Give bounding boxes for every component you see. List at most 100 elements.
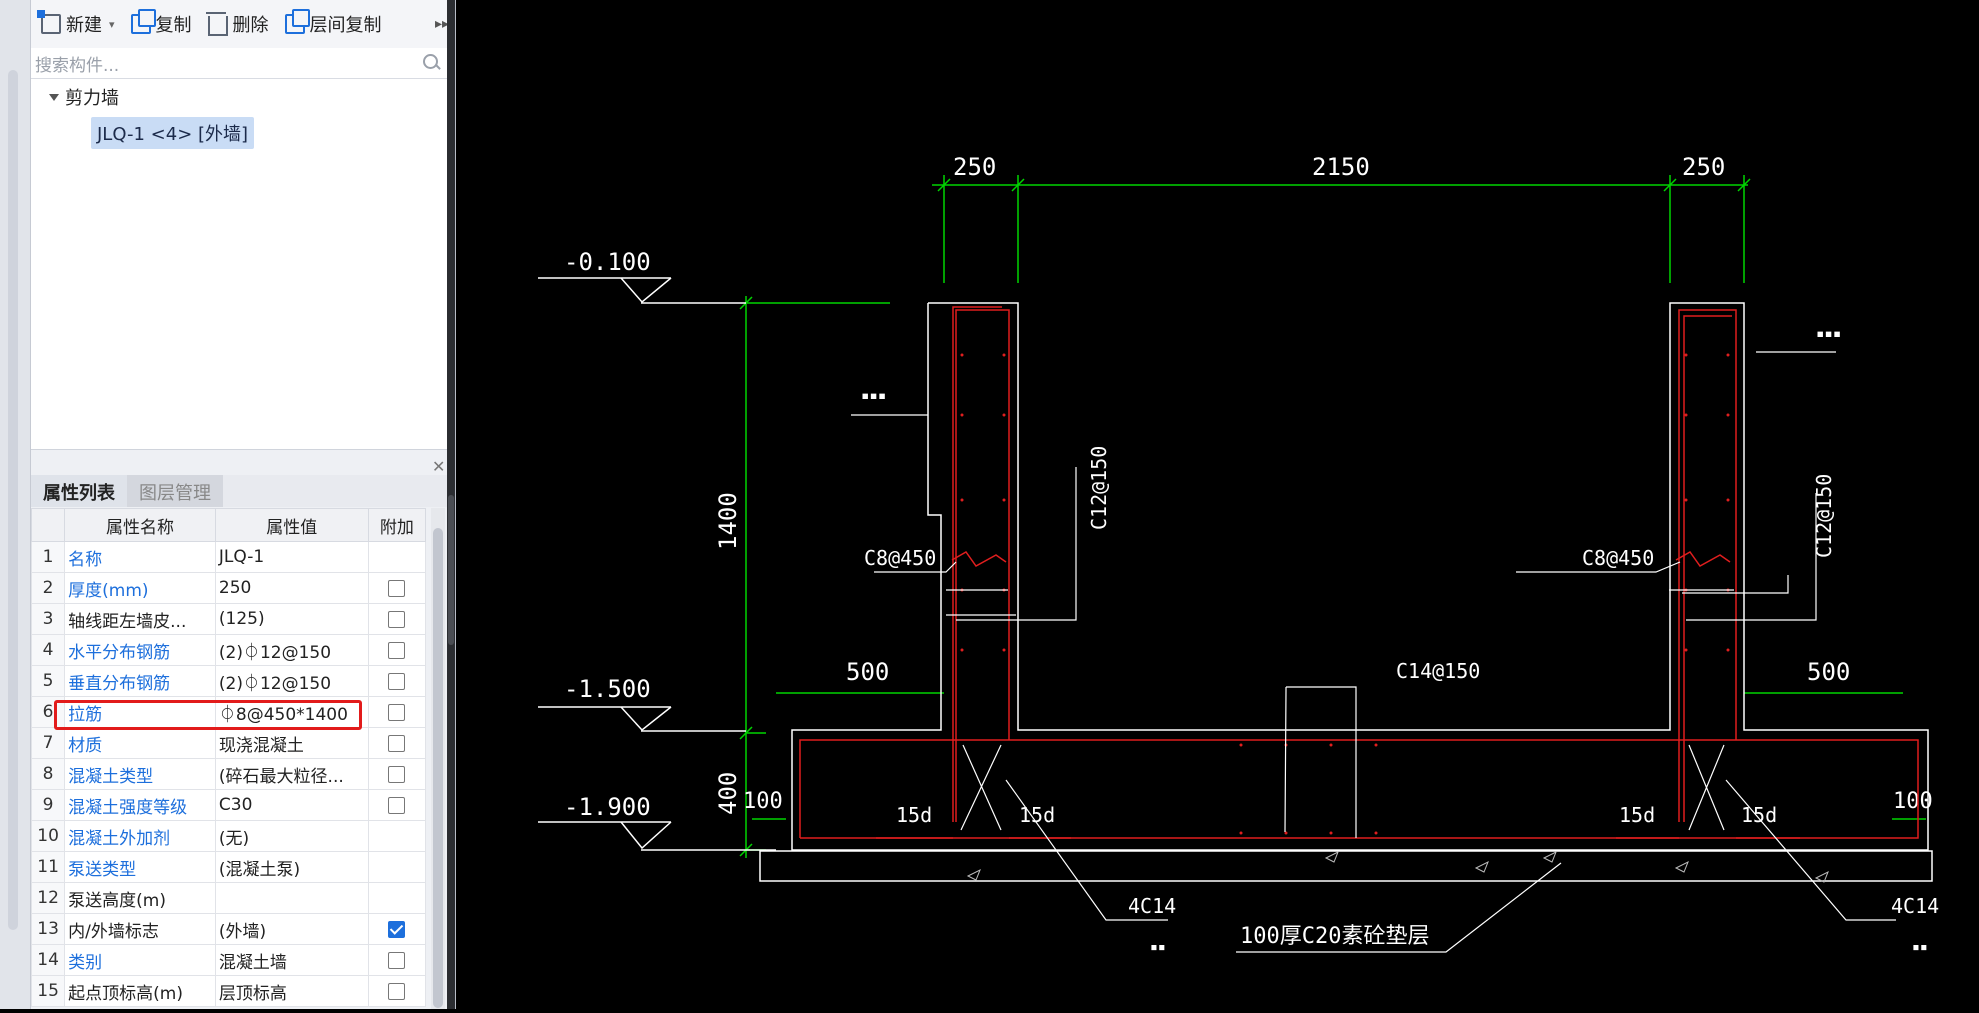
col-name: 属性名称 [64, 508, 216, 542]
edge-scrollbar[interactable] [8, 70, 18, 930]
row-num: 14 [30, 944, 66, 976]
dim-top-left: 250 [953, 153, 996, 181]
cad-canvas[interactable]: 250 2150 250 1400 400 500 500 100 100 [456, 0, 1979, 1009]
base-bar: C14@150 [1396, 659, 1480, 683]
search-icon[interactable] [423, 54, 441, 72]
col-value: 属性值 [214, 508, 369, 542]
cushion-marks [966, 850, 1829, 883]
table-row[interactable]: 12 泵送高度(m) [30, 882, 427, 914]
tab-layers[interactable]: 图层管理 [127, 475, 223, 507]
table-row[interactable]: 13 内/外墙标志 (外墙) [30, 913, 427, 945]
prop-value[interactable]: (碎石最大粒径... [214, 758, 369, 790]
table-row[interactable]: 9 混凝土强度等级 C30 [30, 789, 427, 821]
table-row[interactable]: 8 混凝土类型 (碎石最大粒径... [30, 758, 427, 790]
cushion-label: 100厚C20素砼垫层 [1240, 924, 1429, 949]
tab-properties[interactable]: 属性列表 [31, 475, 127, 507]
row-num: 9 [30, 789, 66, 821]
row-num: 15 [30, 975, 66, 1007]
tie-bar-right: C8@450 [1582, 546, 1654, 570]
prop-extra [367, 603, 427, 635]
left-dimension [739, 296, 1926, 858]
table-row[interactable]: 11 泵送类型 (混凝土泵) [30, 851, 427, 883]
dim-height-base: 400 [714, 772, 742, 815]
extra-checkbox[interactable] [388, 765, 406, 783]
dim-side-left: 500 [846, 658, 889, 686]
extra-checkbox[interactable] [388, 951, 406, 969]
prop-name: 轴线距左墙皮... [64, 603, 216, 635]
table-row[interactable]: 15 起点顶标高(m) 层顶标高 [30, 975, 427, 1007]
tree-category-label: 剪力墙 [65, 88, 119, 109]
tree-category-shear-wall[interactable]: 剪力墙 [49, 84, 119, 110]
row-num: 10 [30, 820, 66, 852]
splitter-grip[interactable] [448, 495, 454, 645]
tree-item-jlq-1[interactable]: JLQ-1 <4> [外墙] [91, 117, 255, 149]
prop-extra [367, 820, 427, 852]
table-row[interactable]: 1 名称 JLQ-1 [30, 541, 427, 573]
rebar-lines [799, 306, 1919, 839]
extra-checkbox[interactable] [388, 610, 406, 628]
extra-checkbox[interactable] [388, 796, 406, 814]
chevron-down-icon[interactable]: ▾ [109, 17, 115, 31]
copy-icon [130, 9, 156, 34]
prop-value[interactable]: (2)⏀12@150 [214, 634, 369, 666]
table-row[interactable]: 5 垂直分布钢筋 (2)⏀12@150 [30, 665, 427, 697]
row-num: 11 [30, 851, 66, 883]
dim-edge-left: 100 [743, 789, 783, 814]
prop-value[interactable]: C30 [214, 789, 369, 821]
table-row[interactable]: 6 拉筋 ⏀8@450*1400 [30, 696, 427, 728]
col-extra: 附加 [367, 508, 427, 542]
prop-value[interactable]: ⏀8@450*1400 [214, 696, 369, 728]
extra-checkbox[interactable] [388, 703, 406, 721]
more-icon[interactable]: ▸▸ [434, 16, 449, 32]
prop-value[interactable]: JLQ-1 [214, 541, 369, 573]
extra-checkbox[interactable] [388, 672, 406, 690]
prop-value[interactable] [214, 882, 369, 914]
prop-value[interactable]: (混凝土泵) [214, 851, 369, 883]
prop-name: 类别 [64, 944, 216, 976]
prop-value[interactable]: 250 [214, 572, 369, 604]
row-num: 13 [30, 913, 66, 945]
prop-extra [367, 789, 427, 821]
prop-value[interactable]: (外墙) [214, 913, 369, 945]
prop-name: 名称 [64, 541, 216, 573]
prop-value[interactable]: (125) [214, 603, 369, 635]
row-num: 6 [30, 696, 66, 728]
extra-checkbox[interactable] [388, 641, 406, 659]
elev-top: -0.100 [564, 248, 651, 276]
dim-height-wall: 1400 [714, 492, 742, 550]
table-row[interactable]: 14 类别 混凝土墙 [30, 944, 427, 976]
prop-value[interactable]: (2)⏀12@150 [214, 665, 369, 697]
new-label: 新建 [66, 15, 102, 36]
copy-label: 复制 [155, 15, 192, 36]
left-edge-strip [0, 0, 31, 1009]
extra-checkbox[interactable] [388, 734, 406, 752]
table-row[interactable]: 10 混凝土外加剂 (无) [30, 820, 427, 852]
scrollbar-thumb[interactable] [433, 528, 443, 1008]
extra-checkbox[interactable] [388, 982, 406, 1000]
wall-note-left: ▪▪▪ [861, 388, 886, 404]
prop-value[interactable]: 混凝土墙 [214, 944, 369, 976]
extra-checkbox[interactable] [388, 579, 406, 597]
prop-value[interactable]: (无) [214, 820, 369, 852]
prop-extra [367, 727, 427, 759]
extra-checkbox-checked[interactable] [388, 920, 406, 938]
table-row[interactable]: 2 厚度(mm) 250 [30, 572, 427, 604]
prop-value[interactable]: 层顶标高 [214, 975, 369, 1007]
delete-button[interactable]: 删除 [202, 7, 275, 41]
elev-mid: -1.500 [564, 675, 651, 703]
table-row[interactable]: 3 轴线距左墙皮... (125) [30, 603, 427, 635]
prop-value[interactable]: 现浇混凝土 [214, 727, 369, 759]
table-row[interactable]: 7 材质 现浇混凝土 [30, 727, 427, 759]
floor-copy-button[interactable]: 层间复制 [279, 7, 388, 41]
table-row[interactable]: 4 水平分布钢筋 (2)⏀12@150 [30, 634, 427, 666]
expand-triangle-icon[interactable] [49, 93, 59, 101]
row-num: 7 [30, 727, 66, 759]
search-input[interactable]: 搜索构件... [35, 55, 120, 76]
prop-extra [367, 541, 427, 573]
close-icon[interactable]: ✕ [432, 457, 446, 476]
component-search[interactable]: 搜索构件... [31, 48, 451, 79]
panel-splitter[interactable] [447, 0, 455, 1009]
property-scrollbar[interactable] [431, 508, 445, 1009]
new-button[interactable]: 新建 ▾ [35, 7, 121, 41]
copy-button[interactable]: 复制 [125, 7, 198, 41]
